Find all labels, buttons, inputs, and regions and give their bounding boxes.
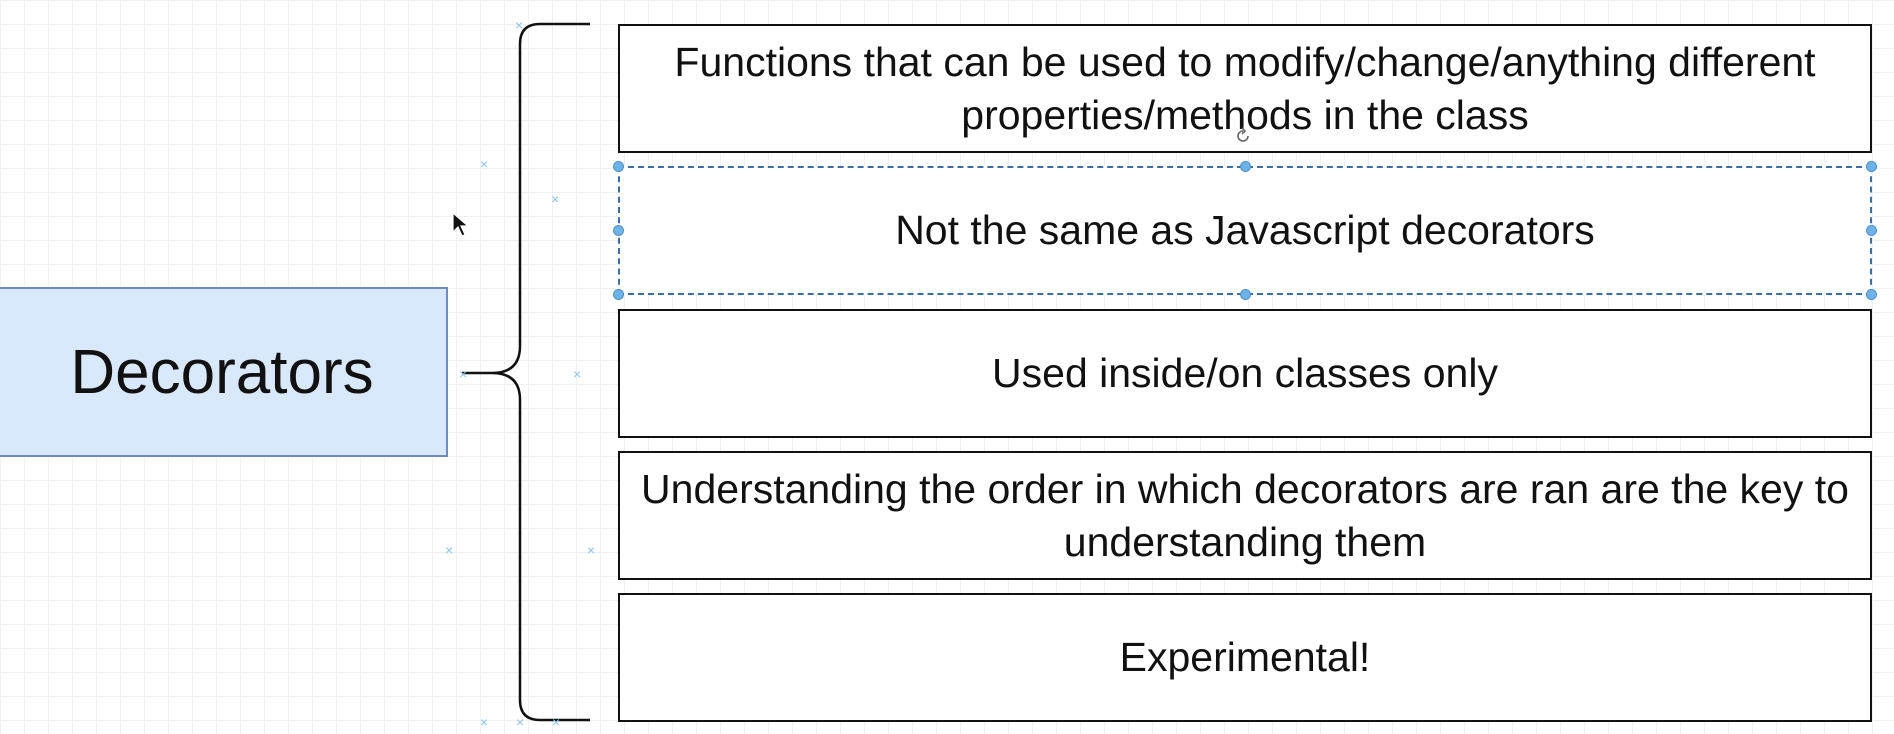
x-marker-icon: × [459,366,468,382]
x-marker-icon: × [516,714,525,730]
rotate-handle-icon[interactable] [1233,126,1253,146]
resize-handle-bottom-left[interactable] [613,289,624,300]
item-box-2-selected[interactable]: Not the same as Javascript decorators [618,166,1872,295]
item-box-3[interactable]: Used inside/on classes only [618,309,1872,438]
item-box-1[interactable]: Functions that can be used to modify/cha… [618,24,1872,153]
item-box-5[interactable]: Experimental! [618,593,1872,722]
x-marker-icon: × [480,156,489,172]
item-4-text: Understanding the order in which decorat… [641,465,1849,565]
item-box-4[interactable]: Understanding the order in which decorat… [618,451,1872,580]
resize-handle-top[interactable] [1240,161,1251,172]
x-marker-icon: × [480,714,489,730]
item-5-text: Experimental! [1119,634,1371,680]
item-1-text: Functions that can be used to modify/cha… [674,38,1816,138]
resize-handle-top-right[interactable] [1866,161,1877,172]
resize-handle-bottom[interactable] [1240,289,1251,300]
topic-label: Decorators [70,337,374,407]
topic-node-decorators[interactable]: Decorators [0,287,448,457]
item-3-text: Used inside/on classes only [992,350,1498,396]
x-marker-icon: × [515,17,524,33]
item-2-text: Not the same as Javascript decorators [895,207,1595,253]
resize-handle-bottom-right[interactable] [1866,289,1877,300]
resize-handle-top-left[interactable] [613,161,624,172]
x-marker-icon: × [551,191,560,207]
resize-handle-left[interactable] [613,225,624,236]
x-marker-icon: × [445,542,454,558]
x-marker-icon: × [573,366,582,382]
arrow-pointer-icon [452,212,470,237]
x-marker-icon: × [552,714,561,730]
x-marker-icon: × [587,542,596,558]
resize-handle-right[interactable] [1866,225,1877,236]
